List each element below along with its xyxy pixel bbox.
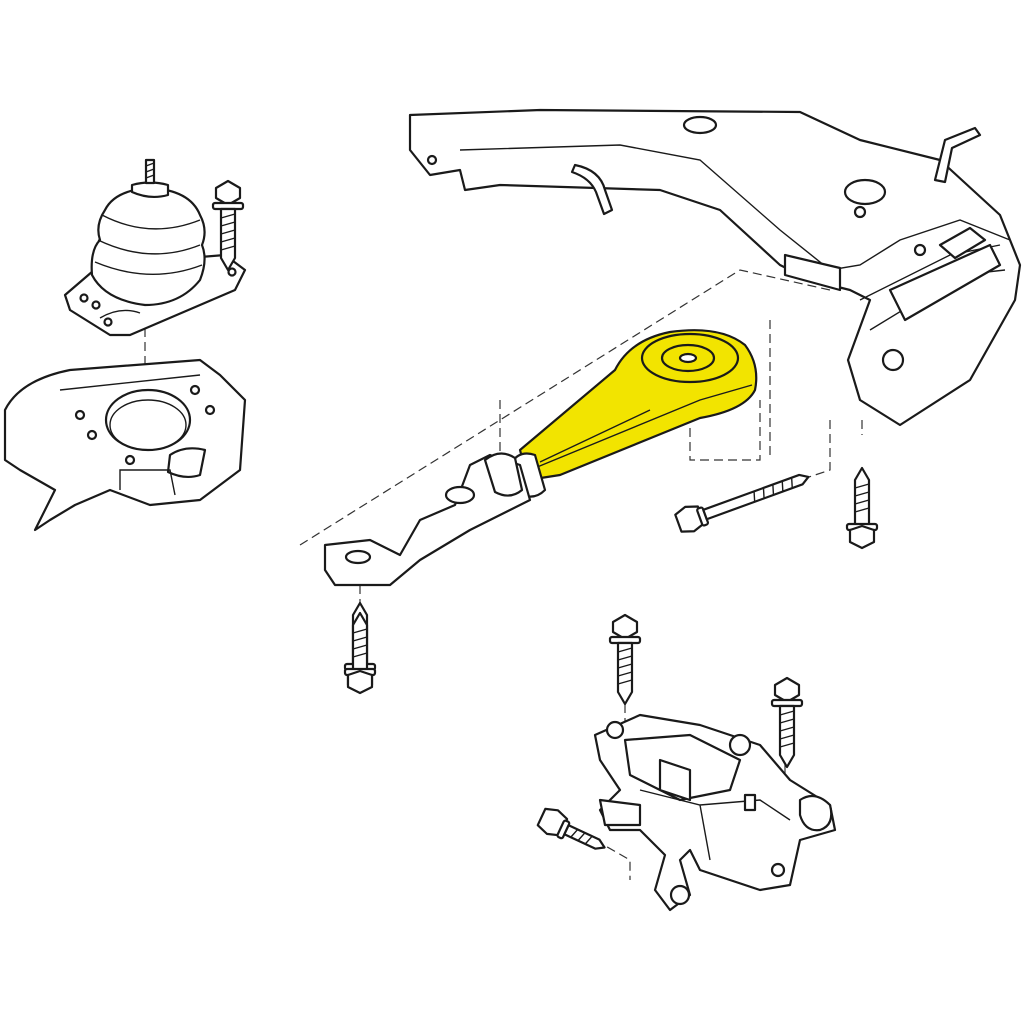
torque-strut-highlighted — [510, 329, 758, 498]
assembly-guide-lines — [144, 240, 863, 880]
trans-mount-bolt-2-icon — [770, 676, 804, 769]
transmission-mount — [593, 713, 837, 912]
subframe-bolt-icon — [845, 466, 879, 550]
strut-bracket — [323, 452, 532, 587]
strut-through-bolt-icon — [674, 473, 810, 533]
trans-mount-side-bolt-icon — [536, 807, 606, 850]
engine-mount-bracket — [3, 358, 247, 532]
bracket-bolt-lower-icon — [343, 611, 377, 695]
subframe-crossmember — [408, 108, 1022, 427]
trans-mount-bolt-icon — [608, 613, 642, 706]
engine-mount-upper — [63, 158, 247, 337]
